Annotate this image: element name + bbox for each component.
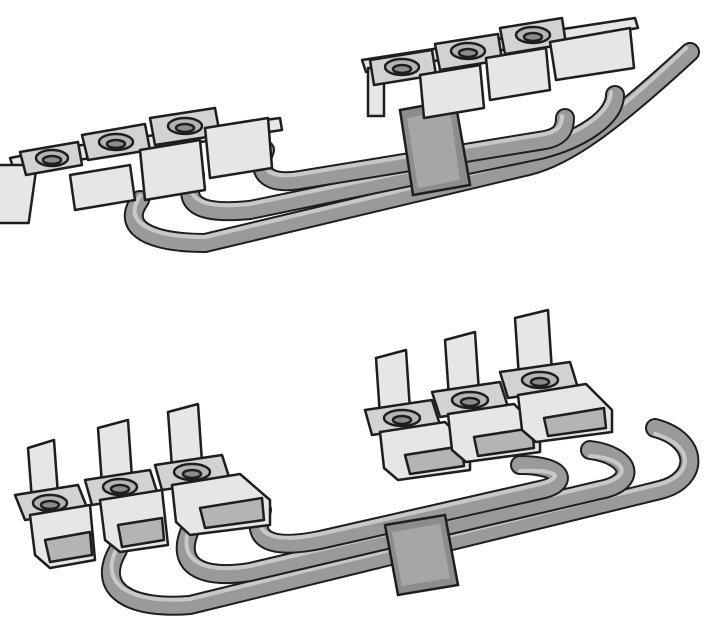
lower-wire-front xyxy=(250,457,567,552)
terminal-6 xyxy=(498,16,636,82)
terminal-2 xyxy=(80,122,207,202)
upper-clamp-band xyxy=(398,98,472,197)
lower-left-terminal-block xyxy=(13,402,272,570)
upper-left-terminal-block xyxy=(0,106,284,225)
terminal-12 xyxy=(498,308,614,444)
lower-wire-back xyxy=(102,420,698,614)
terminal-11 xyxy=(430,330,542,464)
terminal-5 xyxy=(433,32,552,102)
terminal-8 xyxy=(83,418,170,554)
terminal-1 xyxy=(18,140,84,177)
upper-wire-middle xyxy=(182,87,623,220)
upper-right-terminal-block xyxy=(360,16,640,120)
terminal-4 xyxy=(368,48,486,120)
lower-clamp-band xyxy=(383,513,460,597)
upper-wire-back xyxy=(125,44,698,251)
terminal-9 xyxy=(153,402,272,537)
upper-link-assembly xyxy=(0,16,700,253)
terminal-7 xyxy=(13,438,97,570)
lower-link-assembly xyxy=(13,308,700,616)
terminal-3 xyxy=(148,106,274,180)
lower-right-terminal-block xyxy=(363,308,614,482)
terminal-10 xyxy=(363,348,472,482)
